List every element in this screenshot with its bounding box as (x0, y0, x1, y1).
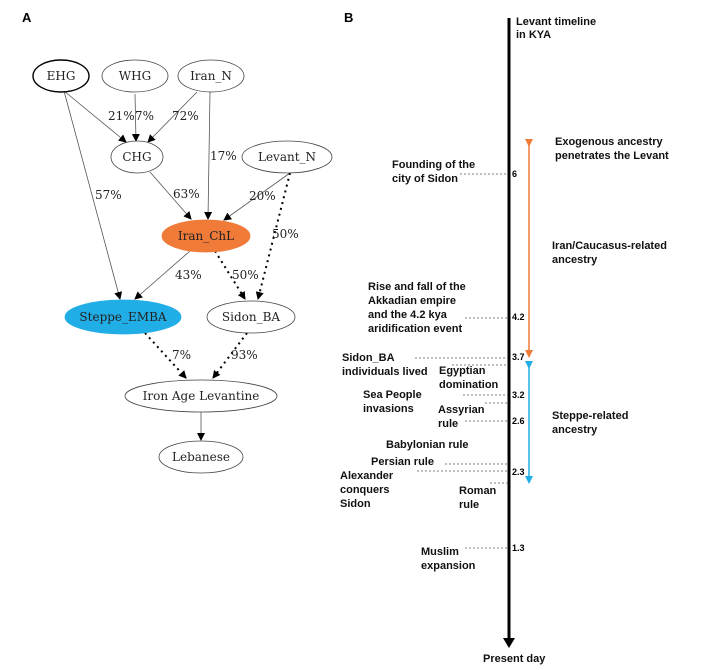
node-chg: CHG (110, 140, 164, 174)
timeline-title-line2: in KYA (516, 29, 551, 41)
event-sidon-ba-1: Sidon_BA (342, 352, 395, 364)
event-akkad-3: and the 4.2 kya (368, 309, 448, 321)
tick-6: 6 (512, 169, 517, 179)
node-steppe-emba: Steppe_EMBA (64, 299, 182, 335)
event-alexander-2: conquers (340, 484, 390, 496)
event-alexander-1: Alexander (340, 470, 394, 482)
node-lebanese: Lebanese (158, 440, 244, 474)
event-leader-lines (415, 173, 508, 549)
tick-1-3: 1.3 (512, 543, 525, 553)
node-label-ehg: EHG (47, 69, 76, 83)
node-label-sidon-ba: Sidon_BA (222, 310, 281, 324)
node-label-iran-chl: Iran_ChL (178, 229, 234, 243)
edge-label-iran-chl-steppe: 43% (175, 268, 202, 282)
timeline-present-day: Present day (483, 653, 546, 665)
ancestry-exogenous-1: Exogenous ancestry (555, 136, 663, 148)
edge-ehg-steppe (63, 90, 123, 300)
event-egypt-2: domination (439, 379, 499, 391)
tick-3-7: 3.7 (512, 352, 525, 362)
edge-levant-n-sidon (255, 172, 291, 300)
event-alexander-3: Sidon (340, 498, 371, 510)
node-iran-chl: Iran_ChL (161, 219, 251, 253)
node-whg: WHG (101, 59, 169, 93)
admixture-graph: 21% 7% 72% 17% 57% 63% 20% 50% 43% 50% 7… (32, 59, 333, 474)
node-label-iran-n: Iran_N (190, 69, 232, 83)
event-muslim-1: Muslim (421, 546, 459, 558)
tick-2-6: 2.6 (512, 416, 525, 426)
event-muslim-2: expansion (421, 560, 476, 572)
edge-label-iran-n-chg: 72% (172, 109, 199, 123)
node-label-whg: WHG (119, 69, 151, 83)
event-akkad-2: Akkadian empire (368, 295, 456, 307)
edge-label-levant-n-iran-chl: 20% (249, 189, 276, 203)
node-label-levant-n: Levant_N (258, 150, 316, 164)
edge-chg-iran-chl (149, 171, 192, 220)
node-label-chg: CHG (122, 150, 151, 164)
edge-steppe-iron (144, 332, 187, 379)
event-persia: Persian rule (371, 456, 434, 468)
edge-label-chg-iran-chl: 63% (173, 187, 200, 201)
event-assyria-1: Assyrian (438, 404, 485, 416)
edge-label-ehg-steppe: 57% (95, 188, 122, 202)
event-rome-1: Roman (459, 485, 497, 497)
edge-ehg-chg (63, 90, 127, 143)
tick-4-2: 4.2 (512, 312, 525, 322)
event-founding-sidon-1: Founding of the (392, 159, 475, 171)
event-babylon: Babylonian rule (386, 439, 469, 451)
ancestry-iran-1: Iran/Caucasus-related (552, 240, 667, 252)
panel-label-b: B (344, 10, 353, 25)
edge-label-levant-n-sidon: 50% (272, 227, 299, 241)
edge-iran-n-chg (147, 91, 198, 143)
timeline: Levant timeline in KYA Present day 6 4.2… (340, 16, 669, 665)
ancestry-exogenous-2: penetrates the Levant (555, 150, 669, 162)
node-iron-age-levantine: Iron Age Levantine (124, 379, 278, 413)
ancestry-steppe-2: ancestry (552, 424, 598, 436)
tick-2-3: 2.3 (512, 467, 525, 477)
edge-label-ehg-chg: 21% (108, 109, 135, 123)
event-assyria-2: rule (438, 418, 458, 430)
edge-label-iran-n-iran-chl: 17% (210, 149, 237, 163)
node-iran-n: Iran_N (177, 59, 245, 93)
node-label-steppe-emba: Steppe_EMBA (79, 310, 166, 324)
event-egypt-1: Egyptian (439, 365, 486, 377)
event-sea-people-1: Sea People (363, 389, 422, 401)
event-rome-2: rule (459, 499, 479, 511)
edge-iran-n-iran-chl (204, 91, 213, 220)
ancestry-steppe-1: Steppe-related (552, 410, 628, 422)
edge-iran-chl-steppe (134, 250, 191, 300)
node-ehg: EHG (32, 59, 90, 93)
ancestry-iran-2: ancestry (552, 254, 598, 266)
edge-label-steppe-iron: 7% (172, 348, 191, 362)
event-sidon-ba-2: individuals lived (342, 366, 428, 378)
event-founding-sidon-2: city of Sidon (392, 173, 458, 185)
node-label-lebanese: Lebanese (172, 450, 230, 464)
event-akkad-1: Rise and fall of the (368, 281, 466, 293)
edge-label-sidon-iron: 93% (231, 348, 258, 362)
panel-label-a: A (22, 10, 32, 25)
event-akkad-4: aridification event (368, 323, 462, 335)
edge-label-whg-chg: 7% (135, 109, 154, 123)
event-sea-people-2: invasions (363, 403, 414, 415)
edge-whg-chg (131, 93, 140, 142)
tick-3-2: 3.2 (512, 390, 525, 400)
edge-label-iran-chl-sidon: 50% (232, 268, 259, 282)
node-label-iron-age: Iron Age Levantine (143, 389, 260, 403)
node-sidon-ba: Sidon_BA (206, 300, 296, 334)
node-levant-n: Levant_N (241, 140, 333, 174)
timeline-title-line1: Levant timeline (516, 16, 596, 28)
edge-levant-n-iran-chl (223, 172, 291, 221)
